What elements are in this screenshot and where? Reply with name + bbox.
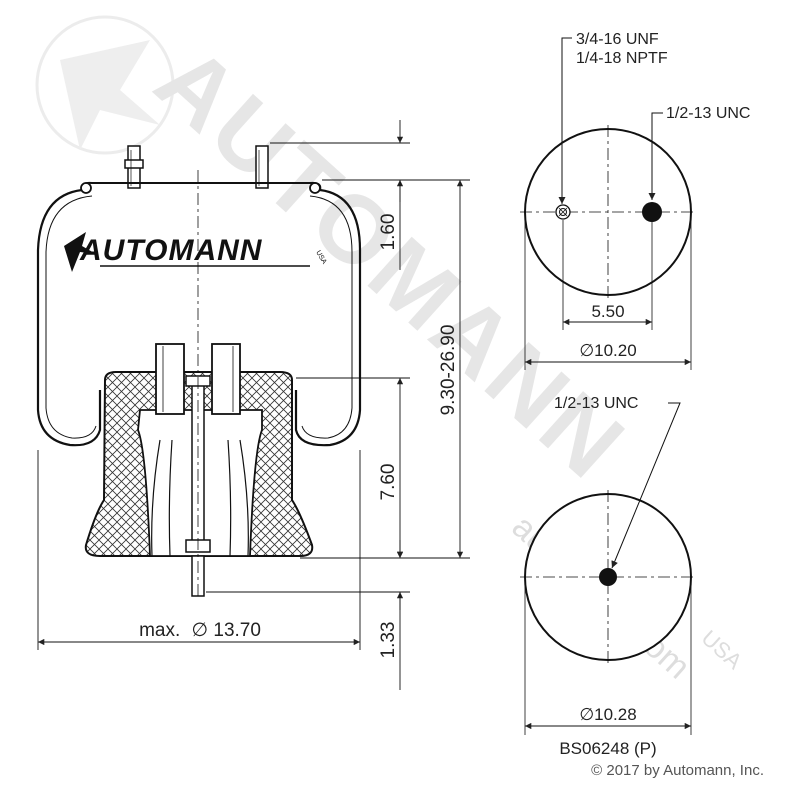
piston-rib-left xyxy=(151,439,161,557)
watermark-arrow-icon xyxy=(60,40,160,150)
stud-hole-icon xyxy=(642,202,662,222)
piston xyxy=(84,343,314,597)
dim-max-diameter-label: max. ∅ 13.70 xyxy=(139,620,261,641)
logo-arrow-icon xyxy=(64,232,96,272)
bumper-left xyxy=(155,343,185,415)
top-note-right: 1/2-13 UNC xyxy=(666,105,750,122)
piston-rib-right2 xyxy=(227,439,232,557)
bellows-body xyxy=(36,188,362,447)
diameter-symbol: ∅ xyxy=(192,620,209,641)
top-diameter-label: ∅10.20 xyxy=(579,341,636,360)
max-value: 13.70 xyxy=(213,620,261,641)
copyright: © 2017 by Automann, Inc. xyxy=(591,762,764,779)
dim-piston-label: 7.60 xyxy=(378,464,399,501)
max-prefix: max. xyxy=(139,620,180,641)
bottom-view: 1/2-13 UNC ∅10.28 xyxy=(520,395,696,735)
bottom-stud-hole-icon xyxy=(599,568,617,586)
piston-rib-right xyxy=(239,439,249,557)
bellows-inner xyxy=(45,195,97,439)
bead-left xyxy=(80,182,92,194)
bottom-note: 1/2-13 UNC xyxy=(554,395,638,412)
top-note-line1: 3/4-16 UNF xyxy=(576,31,659,48)
side-view: AUTOMANN USA xyxy=(36,120,470,690)
bellows-inner-right xyxy=(301,195,353,439)
extension-lines xyxy=(37,142,470,650)
logo-text: AUTOMANN xyxy=(79,234,263,267)
top-view: 3/4-16 UNF 1/4-18 NPTF 1/2-13 UNC 5.50 ∅… xyxy=(520,31,750,370)
dim-stud-label: 1.33 xyxy=(378,622,399,659)
watermark-registered: USA xyxy=(697,625,748,674)
dim-top-label: 1.60 xyxy=(378,214,399,251)
top-studs xyxy=(124,145,269,189)
top-note-line2: 1/4-18 NPTF xyxy=(576,50,668,67)
part-number: BS06248 (P) xyxy=(559,739,656,758)
bead-right xyxy=(309,182,321,194)
bumper-right xyxy=(211,343,241,415)
dim-height-label: 9.30-26.90 xyxy=(438,325,459,416)
piston-rib-left2 xyxy=(168,439,173,557)
watermark-circle xyxy=(35,15,175,155)
top-spacing-label: 5.50 xyxy=(591,302,624,321)
bottom-diameter-label: ∅10.28 xyxy=(579,705,636,724)
